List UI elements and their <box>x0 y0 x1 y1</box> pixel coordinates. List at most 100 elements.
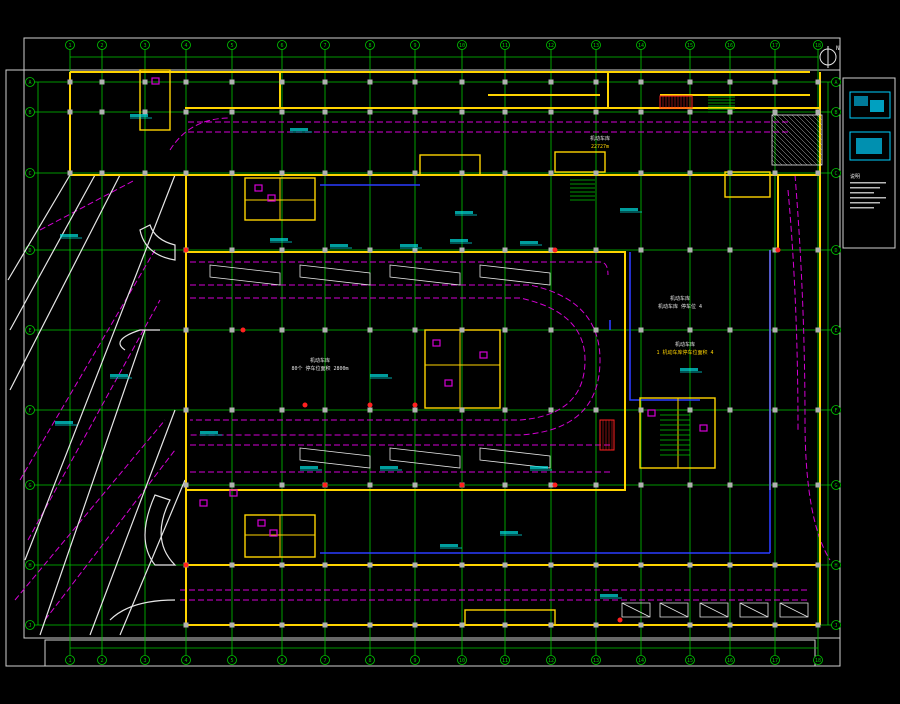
fixture <box>647 409 656 417</box>
hatch-line <box>776 114 823 161</box>
hatch-line <box>771 139 798 166</box>
label-tag <box>130 114 148 117</box>
column <box>412 170 418 176</box>
key-plan-thumb-2 <box>849 131 891 161</box>
column <box>502 109 508 115</box>
label-tag <box>620 208 638 211</box>
column <box>322 170 328 176</box>
room-block <box>419 154 481 176</box>
column <box>687 327 693 333</box>
label-tag <box>520 241 538 244</box>
label-tag <box>370 374 388 377</box>
label-tag <box>110 374 128 377</box>
grid-bubble-label: F <box>834 408 837 414</box>
column <box>459 109 465 115</box>
column <box>322 79 328 85</box>
zone-label-title: 机动车库 <box>670 295 690 302</box>
grid-bubble-label: 13 <box>593 43 599 49</box>
zone-label-title: 机动车库 <box>590 135 610 142</box>
grid-bubble-label: 11 <box>502 658 508 664</box>
red-marker <box>183 247 189 253</box>
column <box>367 622 373 628</box>
column <box>815 109 821 115</box>
column <box>772 482 778 488</box>
room-block <box>464 609 556 626</box>
grid-bubble <box>365 40 375 50</box>
hatch-line <box>771 134 803 166</box>
column <box>229 247 235 253</box>
grid-bubble-label: A <box>28 80 31 86</box>
zone-label-title: 机动车库 <box>675 341 695 348</box>
column <box>322 247 328 253</box>
grid-bubble <box>25 405 35 415</box>
parking-bay-bottom <box>699 602 729 618</box>
driveway-line <box>190 297 586 421</box>
column <box>142 170 148 176</box>
notes-line <box>850 192 874 194</box>
grid-bubble <box>25 560 35 570</box>
ramp-edge <box>119 479 186 636</box>
grid-bubble-label: G <box>28 483 31 489</box>
column <box>183 170 189 176</box>
column <box>412 327 418 333</box>
hatch-line <box>771 114 823 166</box>
column <box>593 482 599 488</box>
grid-bubble <box>25 107 35 117</box>
column <box>322 109 328 115</box>
column <box>548 622 554 628</box>
column <box>367 109 373 115</box>
room-block <box>724 171 771 198</box>
blue-line <box>629 252 700 401</box>
grid-bubble-label: H <box>834 563 837 569</box>
column <box>548 79 554 85</box>
column <box>815 622 821 628</box>
column <box>638 622 644 628</box>
grid-bubble <box>65 40 75 50</box>
ramp-edge <box>89 409 176 636</box>
column <box>502 622 508 628</box>
label-tag <box>290 128 308 131</box>
column <box>727 170 733 176</box>
column <box>322 327 328 333</box>
grid-bubble <box>831 168 841 178</box>
grid-bubble-label: 17 <box>772 658 778 664</box>
grid-bubble <box>725 40 735 50</box>
column <box>279 482 285 488</box>
hatch-line <box>771 159 778 166</box>
label-tag <box>530 466 548 469</box>
column <box>412 407 418 413</box>
column <box>142 109 148 115</box>
label-tag <box>450 239 468 242</box>
column <box>727 407 733 413</box>
grid-bubble <box>97 655 107 665</box>
fixture <box>267 194 276 202</box>
column <box>593 170 599 176</box>
column <box>687 482 693 488</box>
column <box>638 79 644 85</box>
column <box>815 247 821 253</box>
red-marker <box>552 247 558 253</box>
hatch-line <box>806 114 823 131</box>
key-plan-thumb-1 <box>849 91 891 119</box>
label-tag <box>270 238 288 241</box>
grid-bubble <box>277 40 287 50</box>
grid-bubble <box>636 40 646 50</box>
grid-bubble <box>320 40 330 50</box>
column <box>638 482 644 488</box>
grid-bubble-label: A <box>834 80 837 86</box>
red-marker <box>322 482 328 488</box>
fixture <box>254 184 263 192</box>
columns <box>67 79 821 628</box>
column <box>727 622 733 628</box>
north-label: N <box>836 45 840 52</box>
grid-bubble <box>140 655 150 665</box>
column <box>412 622 418 628</box>
column <box>279 327 285 333</box>
grid-bubble-label: J <box>834 623 837 629</box>
column <box>502 482 508 488</box>
column <box>772 247 778 253</box>
grid-bubble <box>546 655 556 665</box>
